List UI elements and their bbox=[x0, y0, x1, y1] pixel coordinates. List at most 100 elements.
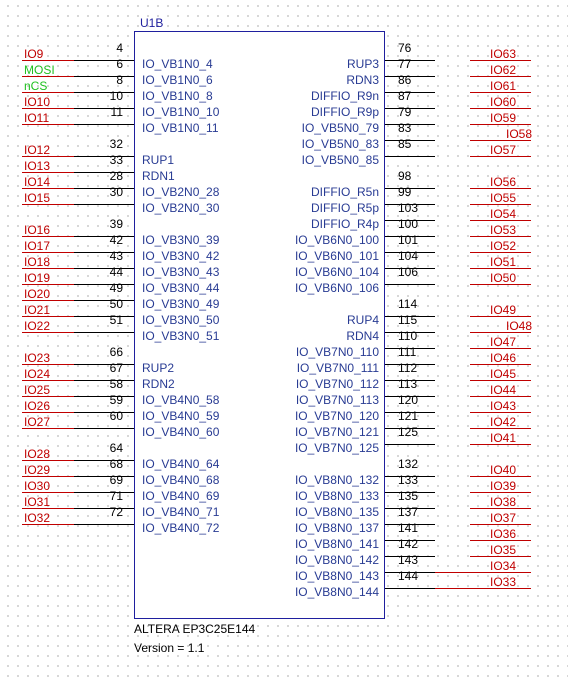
net-label[interactable]: IO51 bbox=[489, 255, 516, 269]
net-label[interactable]: IO14 bbox=[24, 175, 51, 189]
net-label[interactable]: IO19 bbox=[24, 271, 51, 285]
net-label[interactable]: IO31 bbox=[24, 495, 51, 509]
net-label[interactable]: IO42 bbox=[489, 415, 516, 429]
net-label[interactable]: IO37 bbox=[489, 511, 516, 525]
pin-function: DIFFIO_R5n bbox=[310, 185, 379, 199]
net-label[interactable]: IO13 bbox=[24, 159, 51, 173]
net-wire bbox=[22, 92, 74, 93]
pin-number: 125 bbox=[398, 425, 419, 439]
net-label[interactable]: IO44 bbox=[489, 383, 516, 397]
net-label[interactable]: IO29 bbox=[24, 463, 51, 477]
net-label[interactable]: IO56 bbox=[489, 175, 516, 189]
net-label[interactable]: IO59 bbox=[489, 111, 516, 125]
pin-function: DIFFIO_R4p bbox=[310, 217, 379, 231]
net-label[interactable]: IO50 bbox=[489, 271, 516, 285]
net-label[interactable]: IO41 bbox=[489, 431, 516, 445]
pin-wire bbox=[385, 476, 435, 477]
net-wire bbox=[22, 460, 80, 461]
pin-number: 144 bbox=[398, 569, 419, 583]
net-wire bbox=[470, 348, 531, 349]
net-label[interactable]: IO40 bbox=[489, 463, 516, 477]
pin-wire bbox=[385, 396, 435, 397]
net-wire bbox=[470, 332, 531, 333]
net-label[interactable]: IO36 bbox=[489, 527, 516, 541]
net-wire bbox=[22, 172, 74, 173]
net-label[interactable]: nCS bbox=[24, 79, 48, 93]
net-label[interactable]: MOSI bbox=[24, 63, 55, 77]
pin-function: IO_VB3N0_49 bbox=[142, 297, 220, 311]
net-label[interactable]: IO34 bbox=[489, 559, 516, 573]
net-wire bbox=[22, 300, 74, 301]
net-label[interactable]: IO52 bbox=[489, 239, 516, 253]
net-wire bbox=[470, 508, 531, 509]
net-wire bbox=[470, 76, 531, 77]
net-wire bbox=[22, 492, 80, 493]
pin-wire bbox=[74, 316, 134, 317]
pin-function: RDN3 bbox=[346, 73, 379, 87]
pin-function: IO_VB3N0_44 bbox=[142, 281, 220, 295]
pin-wire bbox=[385, 412, 435, 413]
net-label[interactable]: IO35 bbox=[489, 543, 516, 557]
pin-number: 83 bbox=[398, 121, 412, 135]
net-label[interactable]: IO15 bbox=[24, 191, 51, 205]
pin-function: IO_VB8N0_141 bbox=[294, 537, 379, 551]
net-label[interactable]: IO53 bbox=[489, 223, 516, 237]
net-label[interactable]: IO39 bbox=[489, 479, 516, 493]
pin-number: 64 bbox=[109, 441, 123, 455]
net-label[interactable]: IO16 bbox=[24, 223, 51, 237]
net-label[interactable]: IO48 bbox=[505, 319, 532, 333]
net-label[interactable]: IO26 bbox=[24, 399, 51, 413]
pin-function: IO_VB3N0_43 bbox=[142, 265, 220, 279]
pin-wire bbox=[385, 428, 435, 429]
pin-wire bbox=[385, 588, 435, 589]
pin-function: IO_VB7N0_113 bbox=[295, 393, 379, 407]
pin-wire bbox=[385, 380, 435, 381]
net-label[interactable]: IO58 bbox=[505, 127, 532, 141]
net-label[interactable]: IO27 bbox=[24, 415, 51, 429]
net-label[interactable]: IO33 bbox=[489, 575, 516, 589]
pin-number: 11 bbox=[110, 105, 123, 119]
net-label[interactable]: IO32 bbox=[24, 511, 51, 525]
net-label[interactable]: IO43 bbox=[489, 399, 516, 413]
pin-wire bbox=[385, 236, 435, 237]
net-label[interactable]: IO9 bbox=[24, 47, 44, 61]
net-label[interactable]: IO46 bbox=[489, 351, 516, 365]
net-label[interactable]: IO61 bbox=[489, 79, 516, 93]
net-label[interactable]: IO22 bbox=[24, 319, 51, 333]
pin-wire bbox=[74, 172, 134, 173]
net-label[interactable]: IO55 bbox=[489, 191, 516, 205]
net-label[interactable]: IO28 bbox=[24, 447, 51, 461]
net-wire bbox=[470, 284, 531, 285]
pin-function: RUP4 bbox=[346, 313, 379, 327]
net-label[interactable]: IO60 bbox=[489, 95, 516, 109]
net-wire bbox=[470, 92, 531, 93]
net-label[interactable]: IO49 bbox=[489, 303, 516, 317]
net-label[interactable]: IO63 bbox=[489, 47, 516, 61]
net-label[interactable]: IO57 bbox=[489, 143, 516, 157]
net-label[interactable]: IO10 bbox=[24, 95, 51, 109]
net-label[interactable]: IO47 bbox=[489, 335, 516, 349]
net-label[interactable]: IO45 bbox=[489, 367, 516, 381]
net-label[interactable]: IO18 bbox=[24, 255, 51, 269]
pin-number: 121 bbox=[398, 409, 419, 423]
net-label[interactable]: IO21 bbox=[24, 303, 51, 317]
net-label[interactable]: IO17 bbox=[24, 239, 51, 253]
pin-number: 115 bbox=[398, 313, 418, 327]
net-label[interactable]: IO62 bbox=[489, 63, 516, 77]
net-label[interactable]: IO11 bbox=[24, 111, 50, 125]
net-label[interactable]: IO24 bbox=[24, 367, 51, 381]
net-label[interactable]: IO23 bbox=[24, 351, 51, 365]
net-wire bbox=[22, 428, 74, 429]
pin-function: IO_VB6N0_104 bbox=[294, 265, 379, 279]
pin-wire bbox=[385, 540, 435, 541]
net-label[interactable]: IO12 bbox=[24, 143, 51, 157]
net-label[interactable]: IO25 bbox=[24, 383, 51, 397]
net-wire bbox=[22, 396, 74, 397]
net-label[interactable]: IO38 bbox=[489, 495, 516, 509]
pin-wire bbox=[385, 140, 435, 141]
pin-number: 66 bbox=[109, 345, 123, 359]
pin-function: IO_VB4N0_58 bbox=[142, 393, 220, 407]
net-label[interactable]: IO30 bbox=[24, 479, 51, 493]
net-label[interactable]: IO20 bbox=[24, 287, 51, 301]
net-label[interactable]: IO54 bbox=[489, 207, 516, 221]
